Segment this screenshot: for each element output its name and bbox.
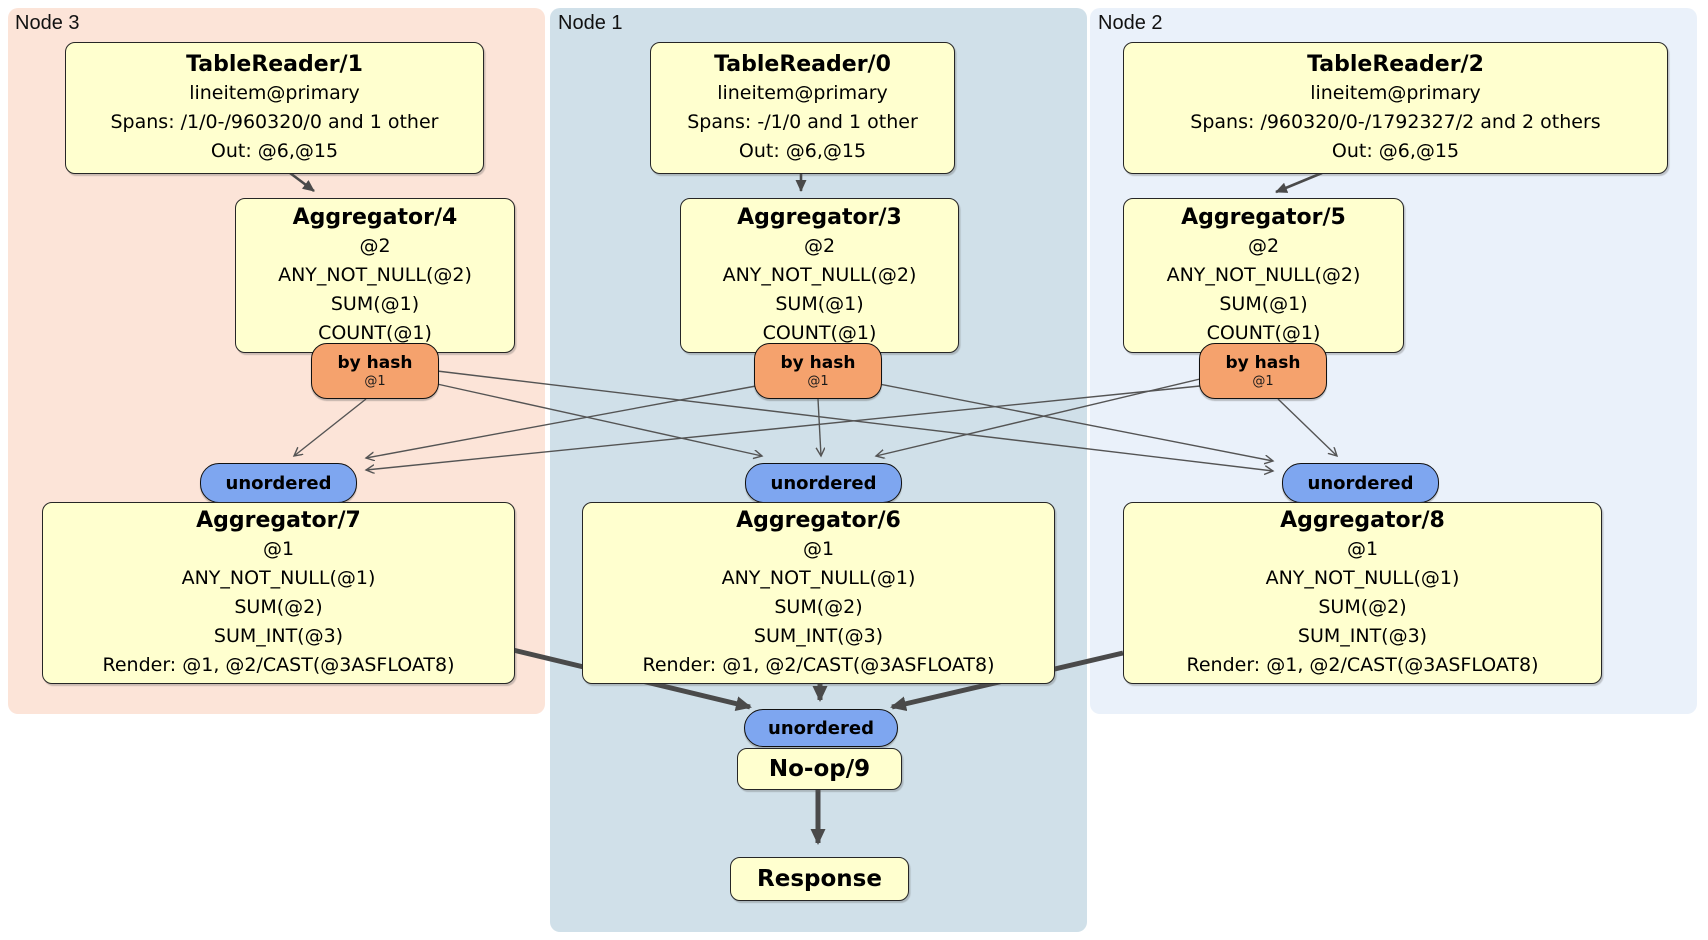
sync-unordered-right: unordered: [1282, 463, 1439, 503]
router-by-hash-5: by hash @1: [1199, 343, 1327, 399]
processor-detail: SUM(@1): [1219, 293, 1308, 315]
router-key: @1: [1252, 374, 1274, 389]
processor-detail: COUNT(@1): [762, 322, 877, 344]
sync-label: unordered: [1307, 472, 1414, 494]
processor-detail: SUM(@1): [775, 293, 864, 315]
processor-aggregator-6: Aggregator/6 @1 ANY_NOT_NULL(@1) SUM(@2)…: [582, 502, 1055, 684]
processor-detail: @1: [1346, 538, 1379, 560]
processor-aggregator-4: Aggregator/4 @2 ANY_NOT_NULL(@2) SUM(@1)…: [235, 198, 515, 353]
router-label: by hash: [1225, 353, 1301, 373]
router-key: @1: [807, 374, 829, 389]
processor-detail: lineitem@primary: [189, 82, 360, 104]
processor-detail: @2: [359, 235, 391, 257]
processor-detail: ANY_NOT_NULL(@2): [278, 264, 472, 286]
processor-detail: lineitem@primary: [717, 82, 888, 104]
processor-aggregator-7: Aggregator/7 @1 ANY_NOT_NULL(@1) SUM(@2)…: [42, 502, 515, 684]
router-label: by hash: [780, 353, 856, 373]
processor-detail: ANY_NOT_NULL(@1): [1265, 567, 1460, 589]
processor-detail: SUM_INT(@3): [753, 625, 884, 647]
processor-detail: Spans: /960320/0-/1792327/2 and 2 others: [1190, 111, 1601, 133]
processor-detail: COUNT(@1): [1206, 322, 1321, 344]
router-label: by hash: [337, 353, 413, 373]
processor-title: Aggregator/5: [1181, 205, 1346, 230]
processor-title: TableReader/2: [1307, 52, 1484, 77]
region-label-node3: Node 3: [15, 12, 80, 34]
processor-title: Response: [757, 866, 882, 892]
processor-detail: Render: @1, @2/CAST(@3ASFLOAT8): [102, 654, 455, 676]
processor-detail: ANY_NOT_NULL(@2): [1166, 264, 1361, 286]
processor-detail: SUM(@2): [234, 596, 323, 618]
processor-detail: Out: @6,@15: [210, 140, 339, 162]
processor-noop-9: No-op/9: [737, 748, 902, 790]
processor-aggregator-5: Aggregator/5 @2 ANY_NOT_NULL(@2) SUM(@1)…: [1123, 198, 1404, 353]
processor-detail: SUM(@1): [330, 293, 420, 315]
processor-title: Aggregator/6: [736, 508, 901, 533]
processor-detail: SUM_INT(@3): [1297, 625, 1428, 647]
region-label-node2: Node 2: [1098, 12, 1163, 34]
processor-detail: @1: [262, 538, 295, 560]
processor-detail: SUM_INT(@3): [213, 625, 344, 647]
processor-detail: @2: [1247, 235, 1280, 257]
processor-aggregator-3: Aggregator/3 @2 ANY_NOT_NULL(@2) SUM(@1)…: [680, 198, 959, 353]
sync-unordered-left: unordered: [200, 463, 357, 503]
processor-detail: Render: @1, @2/CAST(@3ASFLOAT8): [642, 654, 995, 676]
processor-detail: @1: [802, 538, 835, 560]
sync-label: unordered: [768, 717, 874, 739]
processor-detail: Out: @6,@15: [1331, 140, 1460, 162]
processor-title: Aggregator/4: [292, 205, 458, 230]
processor-title: TableReader/0: [714, 52, 891, 77]
sync-unordered-middle: unordered: [745, 463, 902, 503]
processor-detail: ANY_NOT_NULL(@2): [722, 264, 917, 286]
processor-detail: COUNT(@1): [318, 322, 432, 344]
processor-detail: ANY_NOT_NULL(@1): [181, 567, 376, 589]
processor-detail: Spans: /1/0-/960320/0 and 1 other: [110, 111, 439, 133]
processor-detail: SUM(@2): [1318, 596, 1407, 618]
processor-tablereader-2: TableReader/2 lineitem@primary Spans: /9…: [1123, 42, 1668, 174]
processor-detail: SUM(@2): [774, 596, 863, 618]
processor-detail: @2: [803, 235, 836, 257]
router-by-hash-4: by hash @1: [311, 343, 439, 399]
region-label-node1: Node 1: [558, 12, 623, 34]
processor-detail: Render: @1, @2/CAST(@3ASFLOAT8): [1186, 654, 1539, 676]
processor-detail: Spans: -/1/0 and 1 other: [687, 111, 918, 133]
processor-title: Aggregator/7: [196, 508, 361, 533]
router-key: @1: [364, 374, 386, 389]
sync-unordered-final: unordered: [744, 709, 898, 747]
processor-aggregator-8: Aggregator/8 @1 ANY_NOT_NULL(@1) SUM(@2)…: [1123, 502, 1602, 684]
processor-title: TableReader/1: [186, 52, 363, 77]
processor-response: Response: [730, 857, 909, 901]
sync-label: unordered: [225, 472, 332, 494]
processor-title: Aggregator/8: [1280, 508, 1445, 533]
sync-label: unordered: [770, 472, 877, 494]
processor-detail: Out: @6,@15: [738, 140, 867, 162]
processor-detail: lineitem@primary: [1310, 82, 1481, 104]
router-by-hash-3: by hash @1: [754, 343, 882, 399]
processor-tablereader-0: TableReader/0 lineitem@primary Spans: -/…: [650, 42, 955, 174]
processor-tablereader-1: TableReader/1 lineitem@primary Spans: /1…: [65, 42, 484, 174]
processor-title: No-op/9: [768, 756, 871, 782]
processor-detail: ANY_NOT_NULL(@1): [721, 567, 916, 589]
processor-title: Aggregator/3: [737, 205, 902, 230]
